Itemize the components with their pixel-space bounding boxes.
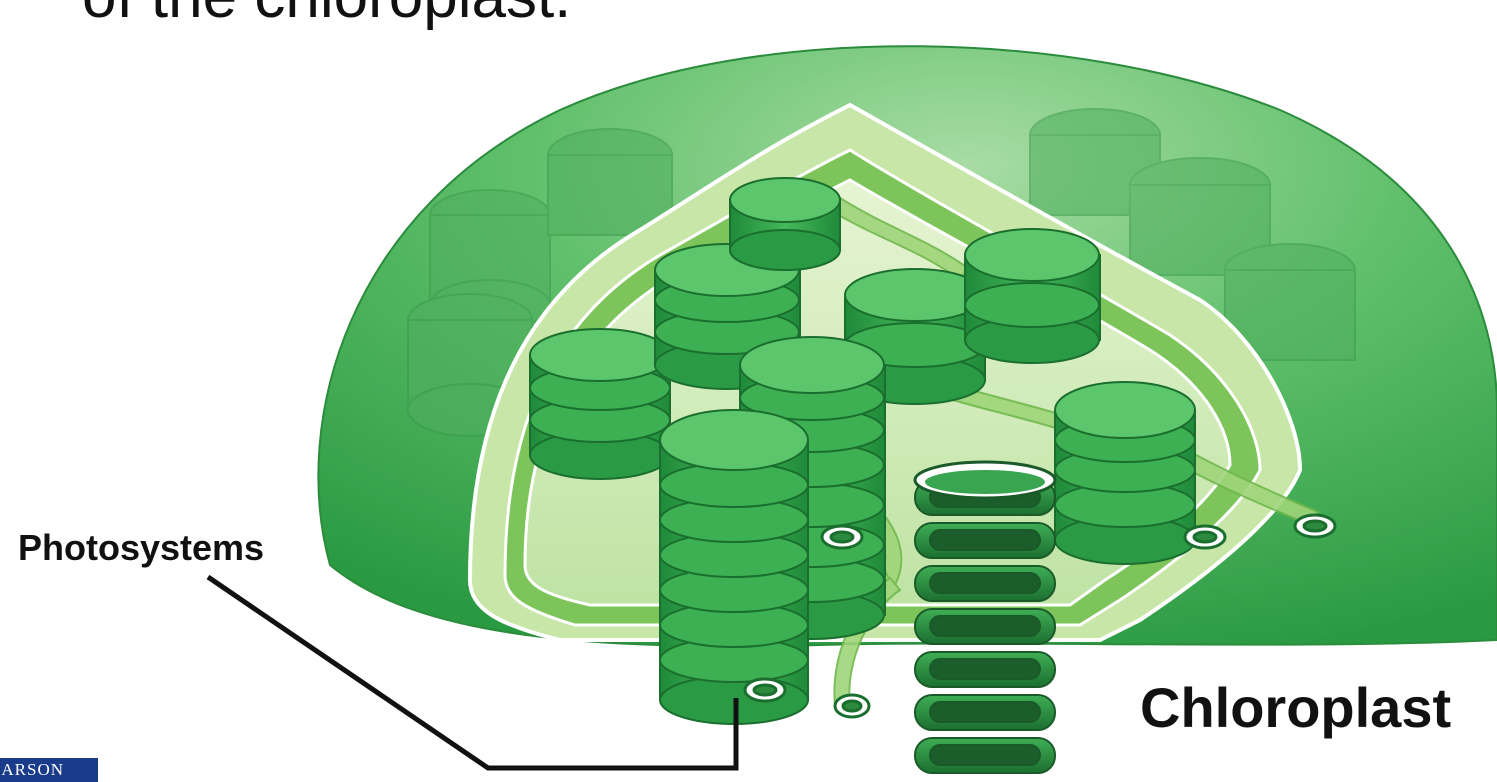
- granum-3: [730, 178, 840, 270]
- photosystems-label: Photosystems: [18, 530, 264, 566]
- granum-front-photosystems: [660, 410, 808, 724]
- granum-7: [1055, 382, 1195, 564]
- granum-front-cutaway: [915, 462, 1055, 773]
- granum-5: [965, 229, 1100, 363]
- chloroplast-label: Chloroplast: [1140, 680, 1451, 736]
- publisher-logo: EARSON: [0, 758, 98, 782]
- granum-1: [530, 329, 670, 479]
